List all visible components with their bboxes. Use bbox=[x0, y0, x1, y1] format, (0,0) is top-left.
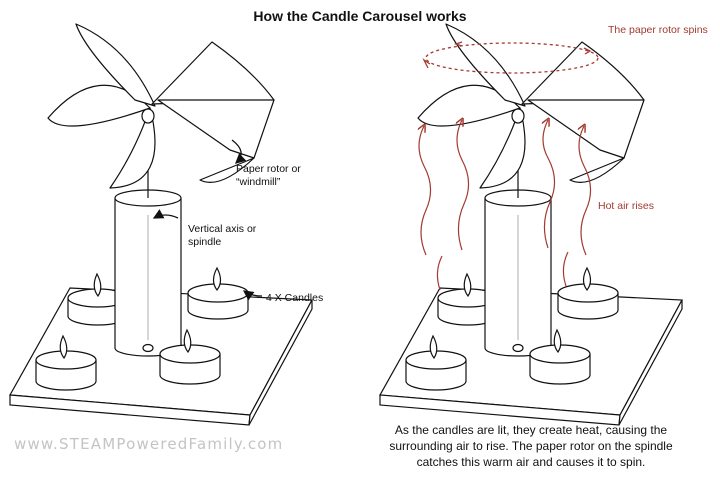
spin-arrow-left bbox=[422, 58, 431, 69]
rotor-pointer bbox=[231, 139, 247, 164]
spindle-label-line2: spindle bbox=[188, 236, 221, 248]
caption-line3: catches this warm air and causes it to s… bbox=[417, 455, 646, 469]
caption-line1: As the candles are lit, they create heat… bbox=[395, 423, 667, 437]
carousel-left bbox=[9, 23, 313, 426]
diagram-title: How the Candle Carousel works bbox=[253, 8, 466, 24]
spindle-label-line1: Vertical axis or bbox=[188, 223, 257, 235]
spin-arrow-top bbox=[453, 41, 463, 47]
spindle-pointer bbox=[152, 209, 179, 219]
rotor-label-line2: “windmill” bbox=[236, 176, 281, 188]
watermark: www.STEAMPoweredFamily.com bbox=[14, 435, 283, 453]
carousel-right bbox=[379, 23, 683, 426]
candles-label: 4 X Candles bbox=[266, 292, 323, 304]
hot-air-label: Hot air rises bbox=[598, 200, 654, 212]
rotor-spins-label: The paper rotor spins bbox=[608, 24, 708, 36]
candles-pointer bbox=[242, 290, 263, 301]
spin-arrow-right bbox=[583, 47, 592, 55]
rotor-spin-path bbox=[425, 42, 599, 74]
hot-air-currents bbox=[419, 120, 592, 291]
caption-line2: surrounding air to rise. The paper rotor… bbox=[389, 439, 673, 453]
rotor-label-line1: Paper rotor or bbox=[236, 163, 301, 175]
